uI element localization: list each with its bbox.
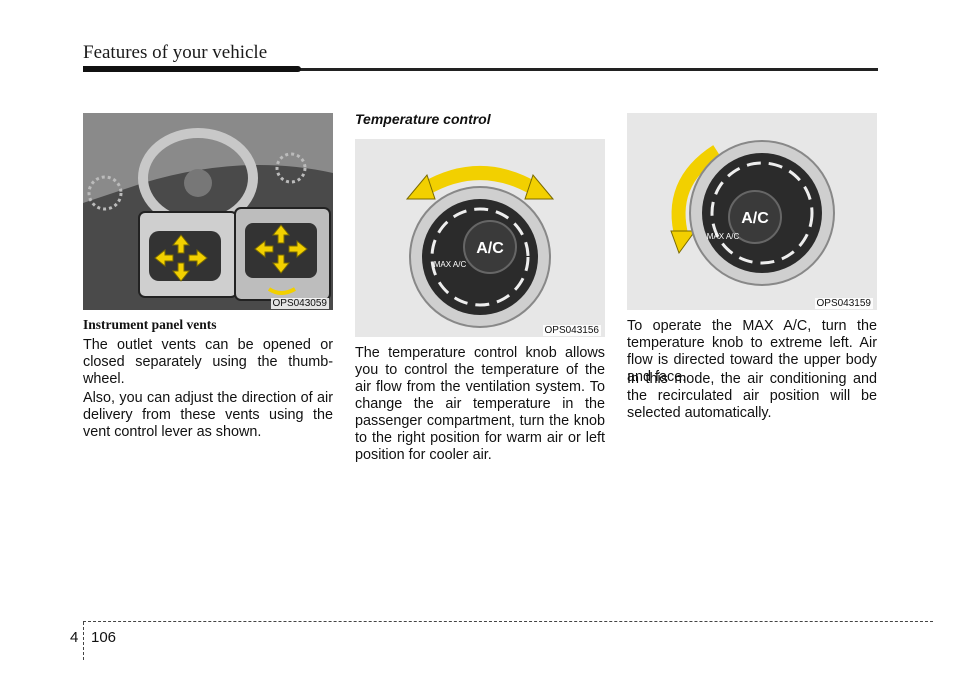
max-ac-knob-illustration: A/C MAX A/C: [670, 140, 835, 286]
rotate-left-arrow-icon: [671, 145, 721, 240]
vent-direction-arrows-left: [154, 234, 208, 282]
header-rule: [83, 68, 878, 71]
max-ac-label: MAX A/C: [434, 260, 467, 269]
max-ac-label: MAX A/C: [707, 232, 740, 241]
rotate-both-arrow-icon: [421, 166, 539, 196]
header-rule-accent: [83, 66, 301, 72]
vents-paragraph-1: The outlet vents can be opened or closed…: [83, 337, 333, 387]
vent-direction-arrows-right: [254, 224, 308, 295]
figure-code: OPS043159: [814, 298, 873, 309]
max-ac-paragraph-2: In this mode, the air conditioning and t…: [627, 371, 877, 421]
figure-code: OPS043156: [542, 325, 601, 336]
footer-divider: [83, 622, 84, 660]
footer-rule: [83, 621, 933, 622]
temperature-paragraph: The temperature control knob allows you …: [355, 345, 605, 463]
ac-label: A/C: [741, 210, 769, 227]
vents-paragraph-2: Also, you can adjust the direction of ai…: [83, 390, 333, 440]
page-number: 106: [91, 629, 117, 646]
figure-code: OPS043059: [270, 298, 329, 309]
instrument-panel-illustration: [83, 113, 333, 310]
page-header-title: Features of your vehicle: [83, 42, 268, 63]
section-heading: Temperature control: [355, 111, 491, 127]
max-ac-knob-figure: A/C MAX A/C OPS043159: [627, 113, 877, 310]
instrument-panel-vents-figure: OPS043059: [83, 113, 333, 310]
chapter-number: 4: [70, 629, 79, 646]
max-ac-paragraph-1: To operate the MAX A/C, turn the tempera…: [627, 318, 877, 385]
temperature-knob-illustration: A/C MAX A/C: [405, 166, 555, 328]
temperature-knob-figure: A/C MAX A/C OPS043156: [355, 139, 605, 337]
figure-caption: Instrument panel vents: [83, 317, 217, 332]
ac-label: A/C: [476, 240, 504, 257]
